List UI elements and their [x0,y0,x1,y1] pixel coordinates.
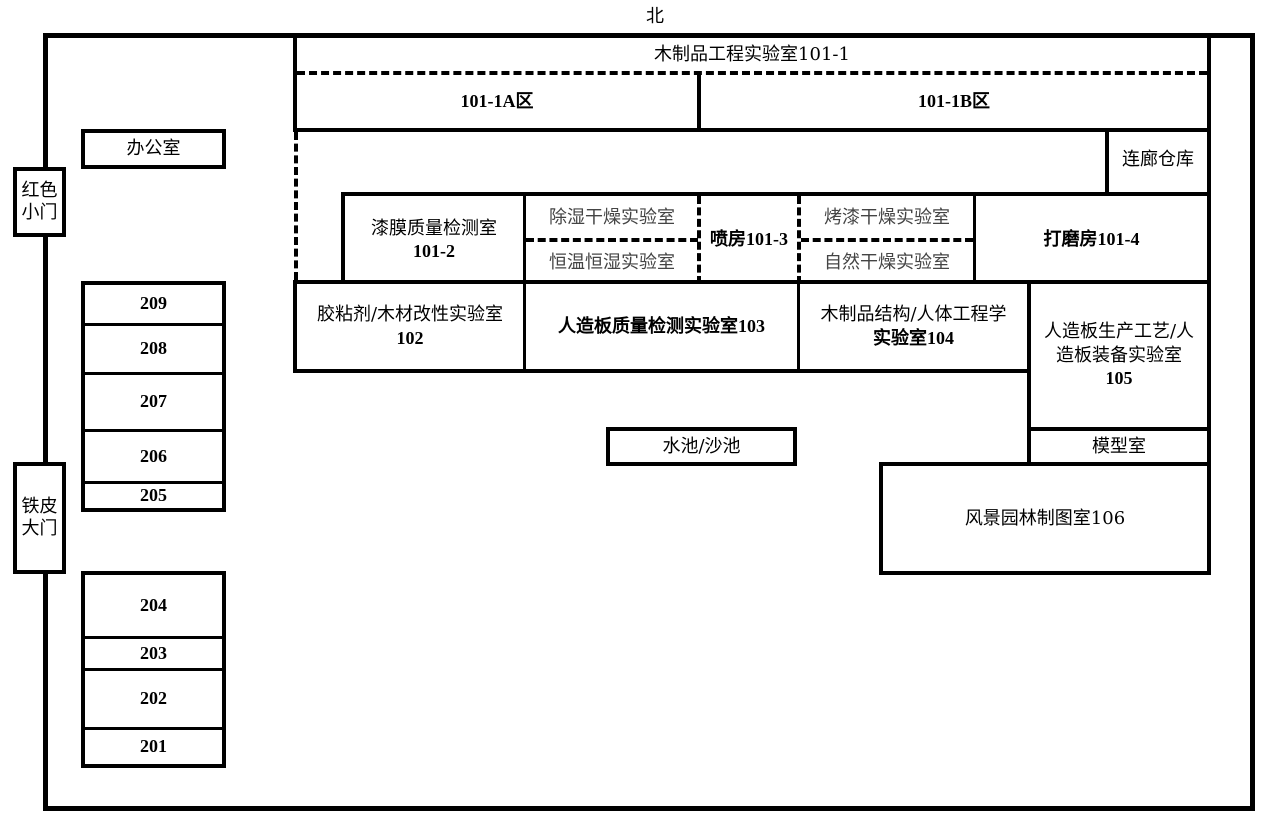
adhesive-lab[interactable]: 胶粘剂/木材改性实验室 102 [297,284,523,369]
panel-process-line-1: 人造板生产工艺/人 [1043,321,1195,343]
lower-row: 胶粘剂/木材改性实验室 102 人造板质量检测实验室103 木制品结构/人体工程… [293,280,1031,373]
structure-lab[interactable]: 木制品结构/人体工程学 实验室104 [800,284,1027,369]
bake-dry-lab[interactable]: 烤漆干燥实验室 [824,206,950,228]
red-gate-line-2: 小门 [21,202,58,223]
north-label: 北 [646,6,664,28]
zone-b[interactable]: 101-1B区 [918,90,990,111]
panel-process-lab[interactable]: 人造板生产工艺/人 造板装备实验室 105 [1027,280,1211,431]
model-room-label: 模型室 [1092,436,1146,458]
dehumid-lab[interactable]: 除湿干燥实验室 [549,206,675,228]
panel-process-number: 105 [1105,368,1133,389]
spray-room[interactable]: 喷房101-3 [710,229,788,250]
room-202[interactable]: 202 [140,688,167,709]
wood-products-lab[interactable]: 木制品工程实验室101-1 101-1A区 101-1B区 [293,33,1211,132]
wood-lab-title: 木制品工程实验室101-1 [654,44,850,66]
iron-gate[interactable]: 铁皮 大门 [13,462,66,574]
panel-quality-lab[interactable]: 人造板质量检测实验室103 [558,315,765,336]
room-201[interactable]: 201 [140,736,167,757]
rooms-lower-block: 204 203 202 201 [81,571,226,768]
sanding-room[interactable]: 打磨房101-4 [1043,229,1140,250]
panel-process-lab-text: 人造板生产工艺/人 造板装备实验室 105 [1031,284,1207,427]
office-label: 办公室 [126,138,181,160]
room-206[interactable]: 206 [140,445,167,466]
room-209[interactable]: 209 [140,293,167,314]
corridor-storage-label: 连廊仓库 [1122,149,1194,171]
panel-process-line-2: 造板装备实验室 [1056,344,1182,366]
room-204[interactable]: 204 [140,594,167,615]
middle-row: 漆膜质量检测室 101-2 除湿干燥实验室 恒温恒湿实验室 喷房101-3 烤漆… [341,192,1211,284]
structure-lab-line-2: 实验室104 [873,327,954,348]
paint-film-lab[interactable]: 漆膜质量检测室 101-2 [345,196,523,284]
room-208[interactable]: 208 [140,338,167,359]
pool-sandpit[interactable]: 水池/沙池 [606,427,797,466]
room-207[interactable]: 207 [140,391,167,412]
adhesive-lab-number: 102 [396,327,424,348]
room-203[interactable]: 203 [140,642,167,663]
const-temp-lab[interactable]: 恒温恒湿实验室 [549,252,675,274]
paint-film-lab-number: 101-2 [413,241,455,261]
pool-label: 水池/沙池 [662,435,741,457]
landscape-room-label: 风景园林制图室106 [964,507,1126,529]
paint-film-lab-name: 漆膜质量检测室 [371,217,497,239]
zone-a[interactable]: 101-1A区 [460,90,534,111]
iron-gate-line-1: 铁皮 [21,495,58,517]
corridor-storage[interactable]: 连廊仓库 [1105,128,1211,196]
model-room[interactable]: 模型室 [1027,427,1211,467]
iron-gate-line-2: 大门 [21,518,58,539]
natural-dry-lab[interactable]: 自然干燥实验室 [824,252,950,274]
red-small-gate[interactable]: 红色 小门 [13,167,66,237]
room-205[interactable]: 205 [140,485,167,506]
red-gate-line-1: 红色 [21,179,58,201]
rooms-upper-block: 209 208 207 206 205 [81,281,226,512]
structure-lab-line-1: 木制品结构/人体工程学 [820,304,1007,326]
landscape-drawing-room[interactable]: 风景园林制图室106 [879,462,1211,575]
open-area-boundary [294,132,298,280]
site-boundary [43,33,1255,811]
office[interactable]: 办公室 [81,129,226,169]
adhesive-lab-name: 胶粘剂/木材改性实验室 [316,304,504,326]
